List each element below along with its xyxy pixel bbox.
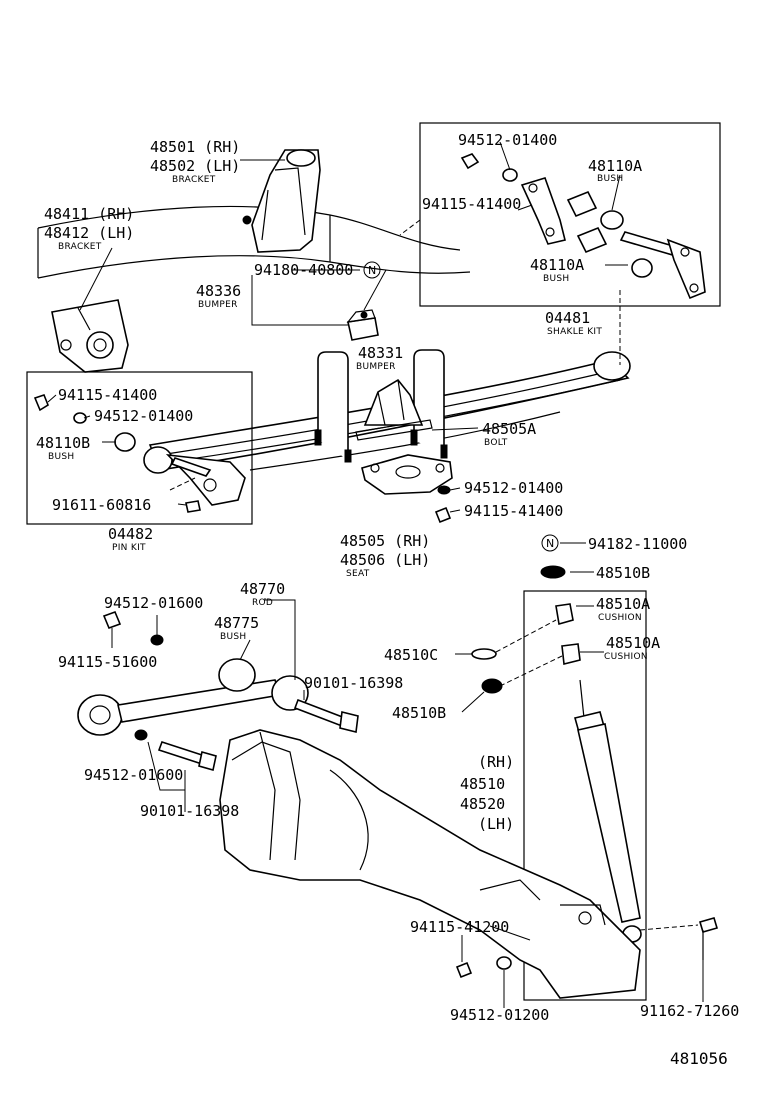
label-cushion-48510b-low: 48510B (392, 704, 446, 722)
n-mark-circle-mid (541, 534, 559, 552)
label-washer-94512-016-low: 94512-01600 (84, 766, 183, 784)
label-washer-48510c: 48510C (384, 646, 438, 664)
label-cushion-48510a-1: 48510A (596, 595, 650, 613)
label-absorber-lh: 48520 (460, 795, 505, 813)
u-bolt[interactable] (314, 349, 448, 463)
catalog-number: 481056 (670, 1049, 728, 1068)
shackle-kit-parts[interactable] (460, 153, 706, 300)
label-bush-48110b-name: BUSH (48, 452, 74, 462)
label-bush-48110a-1-name: BUSH (597, 174, 623, 184)
label-seat-lh: 48506 (LH) (340, 551, 430, 569)
leader-lines (47, 141, 704, 1008)
label-nut-94115-516: 94115-51600 (58, 653, 157, 671)
label-washer-94512-016-top: 94512-01600 (104, 594, 203, 612)
label-bolt-94180: 94180-40800 (254, 261, 353, 279)
bracket-48411[interactable] (51, 299, 129, 373)
label-cushion-48510a-2-name: CUSHION (604, 652, 648, 662)
n-mark-mid: N (546, 537, 555, 550)
label-bush-48775: 48775 (214, 614, 259, 632)
label-seat-rh: 48505 (RH) (340, 532, 430, 550)
label-bush-48110a-2: 48110A (530, 256, 584, 274)
shock-absorber-48510[interactable] (555, 603, 642, 943)
label-bolt-91611: 91611-60816 (52, 496, 151, 514)
label-bumper-48336: 48336 (196, 282, 241, 300)
bracket-48501[interactable] (242, 149, 321, 253)
label-shackle-kit-name: SHAKLE KIT (547, 327, 602, 337)
label-rod-name: ROD (252, 598, 273, 608)
shackle-kit-box (419, 122, 721, 307)
label-nut-94115-mid: 94115-41400 (464, 502, 563, 520)
label-bumper-48331: 48331 (358, 344, 403, 362)
label-bracket2-lh: 48412 (LH) (44, 224, 134, 242)
n-mark-circle-top (363, 261, 381, 279)
washer-48510c[interactable] (471, 648, 497, 660)
label-cushion-48510a-2: 48510A (606, 634, 660, 652)
label-rod-48770: 48770 (240, 580, 285, 598)
label-bush-48110a-2-name: BUSH (543, 274, 569, 284)
pin-kit-box (26, 371, 253, 525)
label-nut-94115-top: 94115-41400 (422, 195, 521, 213)
label-pin-kit-no: 04482 (108, 525, 153, 543)
label-nut-94115-left: 94115-41400 (58, 386, 157, 404)
label-cushion-48510a-1-name: CUSHION (598, 613, 642, 623)
label-bumper-48336-name: BUMPER (198, 300, 238, 310)
washer-94512-mid[interactable] (437, 485, 451, 495)
label-washer-94512-left: 94512-01400 (94, 407, 193, 425)
label-seat-name: SEAT (346, 569, 370, 579)
spring-seat-48505[interactable] (361, 454, 453, 495)
label-bolt-90101-right: 90101-16398 (304, 674, 403, 692)
label-absorber-lh-tag: (LH) (478, 815, 514, 833)
label-cushion-48510b-top: 48510B (596, 564, 650, 582)
label-bracket-name: BRACKET (172, 175, 216, 185)
label-washer-94512-top: 94512-01400 (458, 131, 557, 149)
axle-hardware[interactable] (455, 917, 718, 979)
label-nut-94115-412: 94115-41200 (410, 918, 509, 936)
label-bolt-90101-low: 90101-16398 (140, 802, 239, 820)
lateral-rod-48770[interactable] (77, 658, 359, 736)
label-bush-48775-name: BUSH (220, 632, 246, 642)
label-bolt-48505a-name: BOLT (484, 438, 508, 448)
label-absorber-rh: 48510 (460, 775, 505, 793)
cushion-48510b-top[interactable] (540, 565, 566, 579)
label-bracket2-name: BRACKET (58, 242, 102, 252)
cushion-48510b-low[interactable] (481, 678, 503, 694)
label-shackle-kit-no: 04481 (545, 309, 590, 327)
bumper-48331[interactable] (355, 378, 433, 441)
label-washer-94512-012: 94512-01200 (450, 1006, 549, 1024)
label-bracket-lh: 48502 (LH) (150, 157, 240, 175)
n-mark-top: N (368, 264, 377, 277)
label-bracket2-rh: 48411 (RH) (44, 205, 134, 223)
absorber-box (523, 590, 647, 1001)
label-nut-94182: 94182-11000 (588, 535, 687, 553)
label-bush-48110a-1: 48110A (588, 157, 642, 175)
label-bolt-91162: 91162-71260 (640, 1002, 739, 1020)
label-bolt-48505a: 48505A (482, 420, 536, 438)
label-bracket-rh: 48501 (RH) (150, 138, 240, 156)
label-washer-94512-mid: 94512-01400 (464, 479, 563, 497)
part-labels: 48501 (RH) 48502 (LH) BRACKET 48411 (RH)… (36, 131, 739, 1068)
rear-axle-housing[interactable] (219, 729, 641, 999)
bumper-48336[interactable] (346, 309, 379, 341)
rod-hardware[interactable] (102, 610, 217, 772)
pin-kit-parts[interactable] (33, 394, 246, 513)
label-bush-48110b: 48110B (36, 434, 90, 452)
label-pin-kit-name: PIN KIT (112, 543, 146, 553)
label-absorber-rh-tag: (RH) (478, 753, 514, 771)
label-bumper-48331-name: BUMPER (356, 362, 396, 372)
nut-94115-mid[interactable] (434, 506, 452, 524)
